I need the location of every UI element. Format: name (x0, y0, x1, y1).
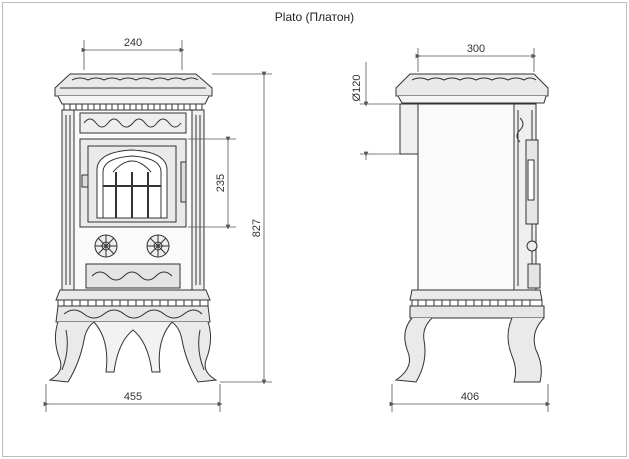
dimension-side-top-width (415, 48, 537, 72)
label-total-height: 827 (251, 219, 263, 237)
label-side-depth: 406 (461, 391, 479, 403)
label-side-top-width: 300 (467, 43, 485, 55)
dimension-front-top-width (81, 40, 185, 70)
label-front-base-width: 455 (124, 391, 142, 403)
dimension-front-base-width (43, 384, 223, 412)
dimension-front-door-height (188, 136, 236, 230)
dimension-side-depth (389, 384, 551, 412)
label-front-top-width: 240 (124, 37, 142, 49)
label-front-door-height: 235 (215, 174, 227, 192)
dimension-total-height (212, 71, 272, 385)
page-title: Plato (Платон) (274, 10, 355, 24)
label-flue-diameter: Ø120 (351, 75, 363, 102)
stove-front-view (48, 73, 218, 383)
dimension-flue-diameter (360, 62, 400, 160)
stove-side-view (394, 73, 549, 383)
